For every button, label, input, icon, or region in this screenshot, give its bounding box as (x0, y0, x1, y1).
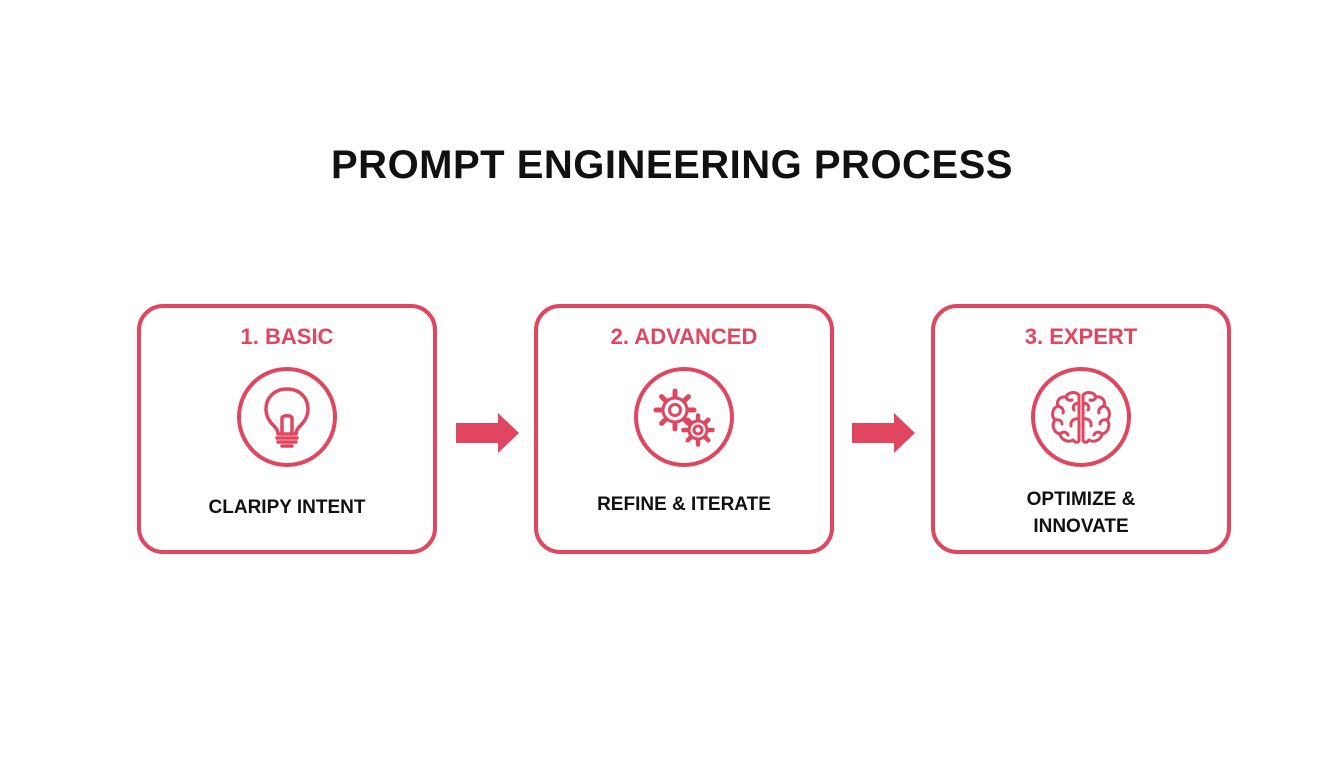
step-caption-line: INNOVATE (1033, 516, 1129, 537)
brain-icon (1051, 391, 1111, 444)
arrow-right-icon (456, 413, 519, 453)
step-card-basic: 1. BASIC CLARIPY INTENT (137, 304, 437, 554)
icon-circle (237, 367, 337, 467)
icon-circle (1031, 367, 1131, 467)
step-card-expert: 3. EXPERT OPTIMIZE & (931, 304, 1231, 554)
gears-icon (653, 388, 715, 447)
icon-circle (634, 367, 734, 467)
step-caption: REFINE & ITERATE (597, 494, 771, 515)
step-label: 1. BASIC (240, 324, 334, 349)
step-card-advanced: 2. ADVANCED (534, 304, 834, 554)
step-caption: OPTIMIZE & INNOVATE (945, 486, 1217, 540)
step-label: 2. ADVANCED (610, 324, 758, 349)
step-label: 3. EXPERT (1024, 324, 1138, 349)
arrow-right-icon (852, 413, 915, 453)
step-caption-line: OPTIMIZE & (1026, 489, 1136, 510)
step-caption: CLARIPY INTENT (208, 497, 366, 518)
diagram-title: PROMPT ENGINEERING PROCESS (331, 143, 1013, 187)
lightbulb-icon (264, 387, 310, 448)
